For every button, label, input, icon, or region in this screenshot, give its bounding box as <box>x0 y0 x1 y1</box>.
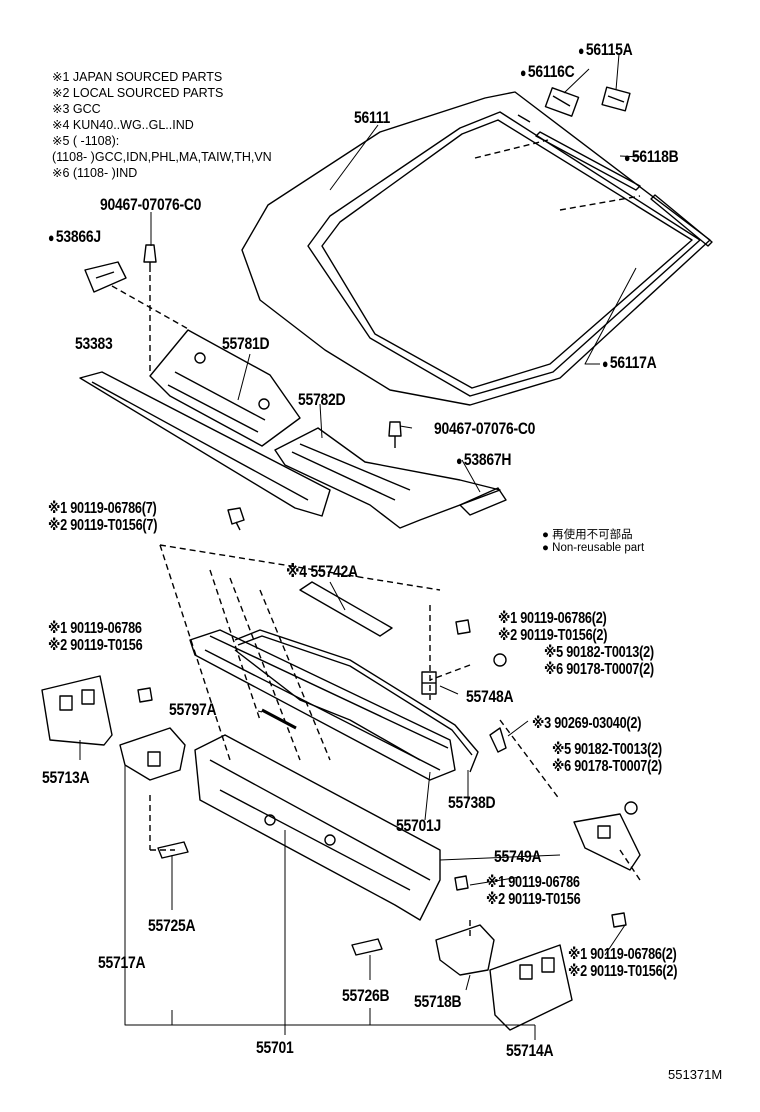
seal-53383 <box>79 371 331 517</box>
bolt-90119-lower-center <box>454 875 469 891</box>
label-90178-lower: ※6 90178-T0007(2) <box>552 758 662 775</box>
bolt-90119-2-upper <box>455 619 471 635</box>
nut-90182-lower <box>624 801 638 815</box>
label-90182-upper: ※5 90182-T0013(2) <box>544 644 654 661</box>
label-90119-06786-7: ※1 90119-06786(7) <box>48 500 157 517</box>
bracket-55713A <box>41 675 113 746</box>
label-55718B: 55718B <box>414 992 462 1011</box>
clip-55748A <box>421 671 437 695</box>
label-56117A: 56117A <box>602 353 657 373</box>
strip-55742A <box>299 581 393 637</box>
clip-56115A <box>601 86 631 112</box>
legend-jp: ● 再使用不可部品 <box>542 529 633 541</box>
label-56116C: 56116C <box>520 62 575 82</box>
note-4: ※4 KUN40..WG..GL..IND <box>52 118 194 132</box>
note-5: ※5 ( -1108): <box>52 134 120 148</box>
label-55713A: 55713A <box>42 768 90 787</box>
label-90119-T0156-2a: ※2 90119-T0156(2) <box>498 627 608 644</box>
label-55782D: 55782D <box>298 390 346 409</box>
moulding-strips <box>517 114 713 247</box>
clip-90269 <box>489 727 507 753</box>
cowl-panel-55782D <box>274 427 501 529</box>
label-90467-left: 90467-07076-C0 <box>100 195 202 214</box>
catalog-number: 551371M <box>668 1067 723 1082</box>
label-53867H: 53867H <box>456 450 512 470</box>
label-90119-T0156-2b: ※2 90119-T0156(2) <box>568 963 678 980</box>
label-55742A: ※4 55742A <box>286 562 358 581</box>
label-90119-T0156-center: ※2 90119-T0156 <box>486 891 581 908</box>
label-55797A: 55797A <box>169 700 217 719</box>
bracket-55717A <box>119 727 186 781</box>
clip-56116C <box>544 87 580 117</box>
bolt-left-90119 <box>137 687 153 703</box>
bracket-55714A <box>489 944 573 1031</box>
label-90467-right: 90467-07076-C0 <box>434 419 536 438</box>
label-55781D: 55781D <box>222 334 270 353</box>
bracket-55718B <box>435 924 495 976</box>
label-90119-T0156-left: ※2 90119-T0156 <box>48 637 143 654</box>
label-56111: 56111 <box>354 108 391 127</box>
note-1: ※1 JAPAN SOURCED PARTS <box>52 70 223 84</box>
strip-55797A <box>261 708 297 730</box>
note-3: ※3 GCC <box>52 102 101 116</box>
plate-55725A <box>157 841 189 859</box>
nut-90182-upper <box>493 653 507 667</box>
label-55749A: 55749A <box>494 847 542 866</box>
label-56115A: 56115A <box>578 40 633 60</box>
bolt-90119-7 <box>227 507 245 531</box>
seal-55738D <box>234 629 479 773</box>
label-90269: ※3 90269-03040(2) <box>532 715 642 732</box>
label-55717A: 55717A <box>98 953 146 972</box>
label-90178-upper: ※6 90178-T0007(2) <box>544 661 654 678</box>
fastener-90467-right <box>388 421 402 448</box>
label-55701: 55701 <box>256 1038 294 1057</box>
plate-55726B <box>351 938 383 956</box>
windshield-glass <box>241 91 711 406</box>
label-55738D: 55738D <box>448 793 496 812</box>
label-90119-06786-2a: ※1 90119-06786(2) <box>498 610 607 627</box>
label-55714A: 55714A <box>506 1041 554 1060</box>
cowl-panel-55781D <box>149 329 301 447</box>
label-55725A: 55725A <box>148 916 196 935</box>
label-90119-T0156-7: ※2 90119-T0156(7) <box>48 517 158 534</box>
label-55701J: 55701J <box>396 816 442 835</box>
label-90119-06786-left: ※1 90119-06786 <box>48 620 142 637</box>
label-55726B: 55726B <box>342 986 390 1005</box>
cowl-panel-55701J <box>189 629 456 781</box>
bolt-90119-lower-right <box>611 912 627 928</box>
legend-en: ● Non-reusable part <box>542 542 645 554</box>
retainer-53867H <box>459 487 507 516</box>
label-53866J: 53866J <box>48 227 101 247</box>
label-90119-06786-2b: ※1 90119-06786(2) <box>568 946 677 963</box>
label-56118B: 56118B <box>624 147 679 167</box>
label-53383: 53383 <box>75 334 113 353</box>
bracket-55749A <box>573 813 641 871</box>
label-90182-lower: ※5 90182-T0013(2) <box>552 741 662 758</box>
retainer-53866J <box>84 261 127 293</box>
label-55748A: 55748A <box>466 687 514 706</box>
note-6: ※6 (1108- )IND <box>52 166 138 180</box>
label-90119-06786-center: ※1 90119-06786 <box>486 874 580 891</box>
cross-member-55701 <box>194 734 441 921</box>
fastener-90467-left <box>143 244 157 272</box>
note-5-cont: (1108- )GCC,IDN,PHL,MA,TAIW,TH,VN <box>52 150 272 164</box>
note-2: ※2 LOCAL SOURCED PARTS <box>52 86 224 100</box>
